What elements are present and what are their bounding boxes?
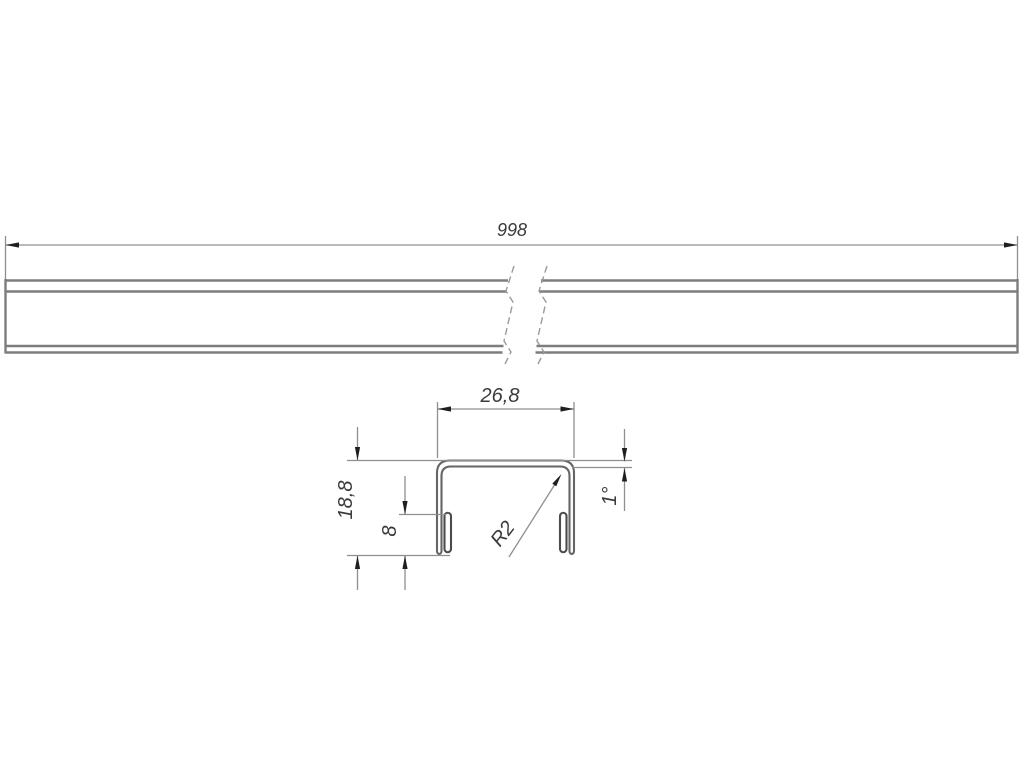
height-dimension-label: 18,8 — [335, 481, 357, 520]
arrowhead-left — [437, 406, 451, 412]
length-dimension-label: 998 — [497, 220, 527, 240]
bar-body — [4, 279, 1019, 354]
profile-left-leg-tip — [435, 550, 443, 555]
leader-line — [508, 480, 558, 558]
length-dimension: 998 — [4, 220, 1019, 280]
arrowhead-top — [402, 501, 408, 515]
arrowhead-right — [560, 406, 574, 412]
arrowhead-right — [1004, 242, 1018, 248]
height-dimension: 18,8 — [335, 427, 361, 590]
radius-dimension-label: R2 — [486, 517, 519, 551]
leader-arrowhead — [552, 474, 562, 487]
profile-right-leg-tip — [568, 550, 576, 555]
profile-inner-contour — [440, 465, 571, 551]
section-view: 26,8 18,8 8 1° — [335, 385, 632, 590]
arrowhead-top — [621, 448, 628, 462]
hem-height-dimension: 8 — [379, 476, 408, 590]
profile-left-hem — [443, 511, 453, 554]
arrowhead-top — [354, 447, 361, 461]
width-dimension: 26,8 — [436, 385, 575, 458]
angle-dimension-label: 1° — [599, 486, 621, 505]
angle-dimension: 1° — [599, 429, 628, 511]
arrowhead-left — [5, 242, 19, 248]
break-line-left — [503, 265, 515, 365]
arrowhead-bottom — [354, 555, 361, 569]
break-line-right — [536, 265, 548, 365]
width-dimension-label: 26,8 — [480, 385, 520, 407]
hem-dimension-label: 8 — [379, 525, 401, 536]
arrowhead-bottom — [621, 468, 628, 482]
long-profile-view: 998 — [4, 220, 1019, 365]
profile-right-hem — [558, 511, 568, 554]
radius-leader: R2 — [486, 474, 562, 558]
arrowhead-bottom — [402, 555, 408, 569]
break-lines — [503, 265, 548, 365]
